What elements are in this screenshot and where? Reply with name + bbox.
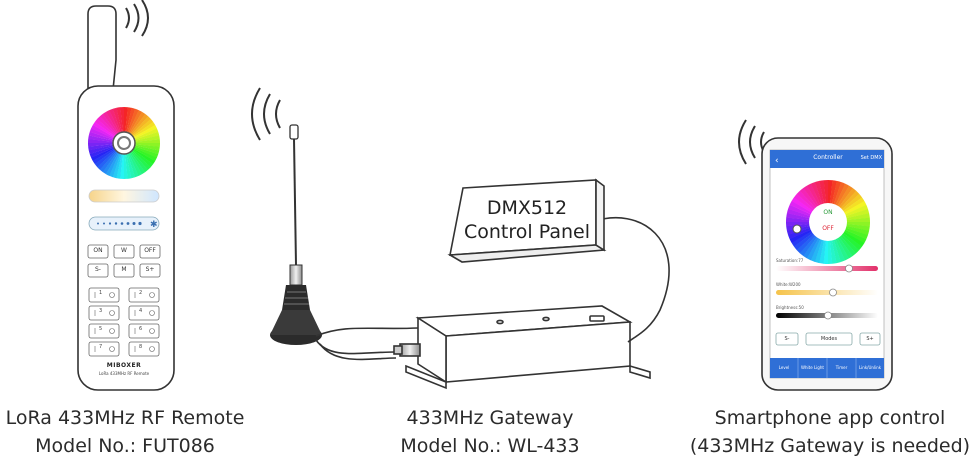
phone-caption: Smartphone app control (433MHz Gateway i…: [680, 404, 980, 460]
phone-button-modes: [805, 332, 853, 346]
gateway-caption-line1: 433MHz Gateway: [406, 407, 574, 429]
remote-cct-bar: [88, 189, 160, 203]
dmx-panel-line1: DMX512: [486, 197, 568, 219]
remote-button-on: [87, 244, 109, 259]
gateway-caption-line2: Model No.: WL-433: [400, 435, 580, 457]
remote-button-s-minus: [87, 263, 109, 278]
saturation-slider: [776, 266, 878, 271]
dmx-panel: [447, 178, 607, 263]
gateway-box: [393, 305, 651, 390]
panel-cable: [591, 217, 670, 343]
remote-caption-line1: LoRa 433MHz RF Remote: [5, 407, 245, 429]
antenna-cable: [315, 327, 419, 361]
svg-text:‹: ‹: [775, 156, 779, 166]
smartphone: ‹: [738, 119, 893, 391]
rf-remote: ✱: [77, 0, 175, 391]
remote-caption: LoRa 433MHz RF Remote Model No.: FUT086: [0, 404, 250, 460]
gateway-antenna: [251, 87, 322, 345]
phone-button-s-plus: [859, 332, 881, 346]
remote-button-s-plus: [139, 263, 161, 278]
phone-button-s-minus: [775, 332, 799, 346]
antenna-signal-icon: [251, 87, 281, 141]
phone-signal-icon: [738, 119, 765, 165]
remote-keypad: [87, 244, 161, 357]
remote-button-m: [113, 263, 135, 278]
phone-caption-line1: Smartphone app control: [714, 407, 946, 429]
gateway-caption: 433MHz Gateway Model No.: WL-433: [372, 404, 608, 460]
svg-text:✱: ✱: [150, 220, 158, 230]
remote-button-w: [113, 244, 135, 259]
remote-button-off: [139, 244, 161, 259]
phone-header: [770, 150, 884, 168]
remote-signal-icon: [125, 0, 149, 37]
white-slider: [776, 290, 878, 295]
remote-brightness-bar: [88, 216, 160, 231]
remote-antenna: [87, 5, 117, 101]
phone-caption-line2: (433MHz Gateway is needed): [689, 435, 971, 457]
dmx-panel-line2: Control Panel: [464, 221, 590, 243]
dmx-panel-label: DMX512 Control Panel: [452, 196, 602, 244]
remote-caption-line2: Model No.: FUT086: [35, 435, 215, 457]
